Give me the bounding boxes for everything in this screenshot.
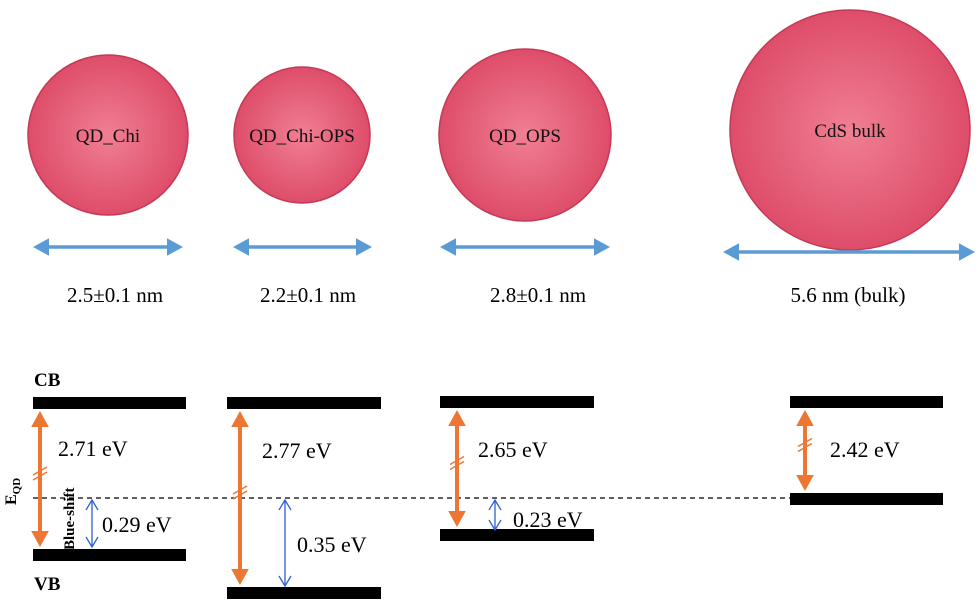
size-arrow [440,238,610,256]
size-arrow [233,238,372,256]
size-arrow [33,238,183,256]
axis-break-mark [797,437,813,448]
cb-bar [227,397,381,409]
cb-bar [790,396,943,408]
axis-break-mark [449,455,465,466]
axis-break-mark [797,442,813,453]
particle-2: QD_Chi-OPS 2.2±0.1 nm [233,66,372,307]
axis-break-mark [32,471,48,481]
size-arrow [723,243,975,261]
blue-shift-arrow [278,498,292,588]
svg-text:EQD: EQD [3,478,23,505]
size-label: 2.5±0.1 nm [67,283,163,307]
bandgap-arrow [231,411,249,585]
particle-sphere [27,54,189,216]
particle-spheres: QD_Chi 2.5±0.1 nm QD_Chi-OPS 2.2±0.1 nm QD_O… [27,9,975,307]
bandgap-arrow [31,411,49,547]
particle-sphere [438,48,612,222]
particle-4: CdS bulk 5.6 nm (bulk) [723,9,975,307]
eqd-axis-label: EQD [3,478,23,505]
bandgap-label: 2.65 eV [478,437,548,462]
level-set-1: 2.71 eV 0.29 eV [31,397,186,561]
axis-break-mark [32,466,48,476]
vb-bar [33,549,186,561]
particle-label: QD_Chi-OPS [249,126,355,147]
blue-shift-value: 0.35 eV [297,532,367,557]
blue-shift-label: Blue-shift [62,487,78,550]
axis-break-mark [232,485,248,495]
cb-bar [440,396,594,408]
axis-break-mark [232,490,248,500]
bandgap-label: 2.77 eV [262,438,332,463]
blue-shift-arrow [488,498,502,532]
level-set-4: 2.42 eV [790,396,943,505]
bandgap-arrow [448,410,466,527]
particle-label: QD_OPS [489,126,561,147]
vb-bar [440,529,594,541]
cb-bar [33,397,186,409]
particle-sphere [729,9,971,251]
energy-levels: 2.71 eV 0.29 eV 2.77 eV 0.35 eV 2.65 eV 0.23 … [31,396,943,599]
eqd-main: E [3,494,20,505]
blue-shift-value: 0.23 eV [513,507,583,532]
particle-label: CdS bulk [814,121,886,142]
vb-label: VB [34,574,61,595]
level-set-3: 2.65 eV 0.23 eV [440,396,594,541]
blue-shift-value: 0.29 eV [102,512,172,537]
size-label: 2.2±0.1 nm [260,283,356,307]
axis-break-mark [449,460,465,471]
blue-shift-arrow [85,498,99,549]
particle-sphere [233,66,371,204]
eqd-sub: QD [11,478,23,495]
size-label: 2.8±0.1 nm [490,283,586,307]
cb-label: CB [34,370,61,391]
particle-label: QD_Chi [76,126,140,147]
particle-1: QD_Chi 2.5±0.1 nm [27,54,189,307]
bandgap-label: 2.71 eV [58,436,128,461]
bandgap-label: 2.42 eV [830,437,900,462]
particle-3: QD_OPS 2.8±0.1 nm [438,48,612,307]
bandgap-arrow [796,410,814,491]
level-set-2: 2.77 eV 0.35 eV [227,397,381,599]
size-label: 5.6 nm (bulk) [791,283,906,307]
vb-bar [790,493,943,505]
vb-bar [227,587,381,599]
